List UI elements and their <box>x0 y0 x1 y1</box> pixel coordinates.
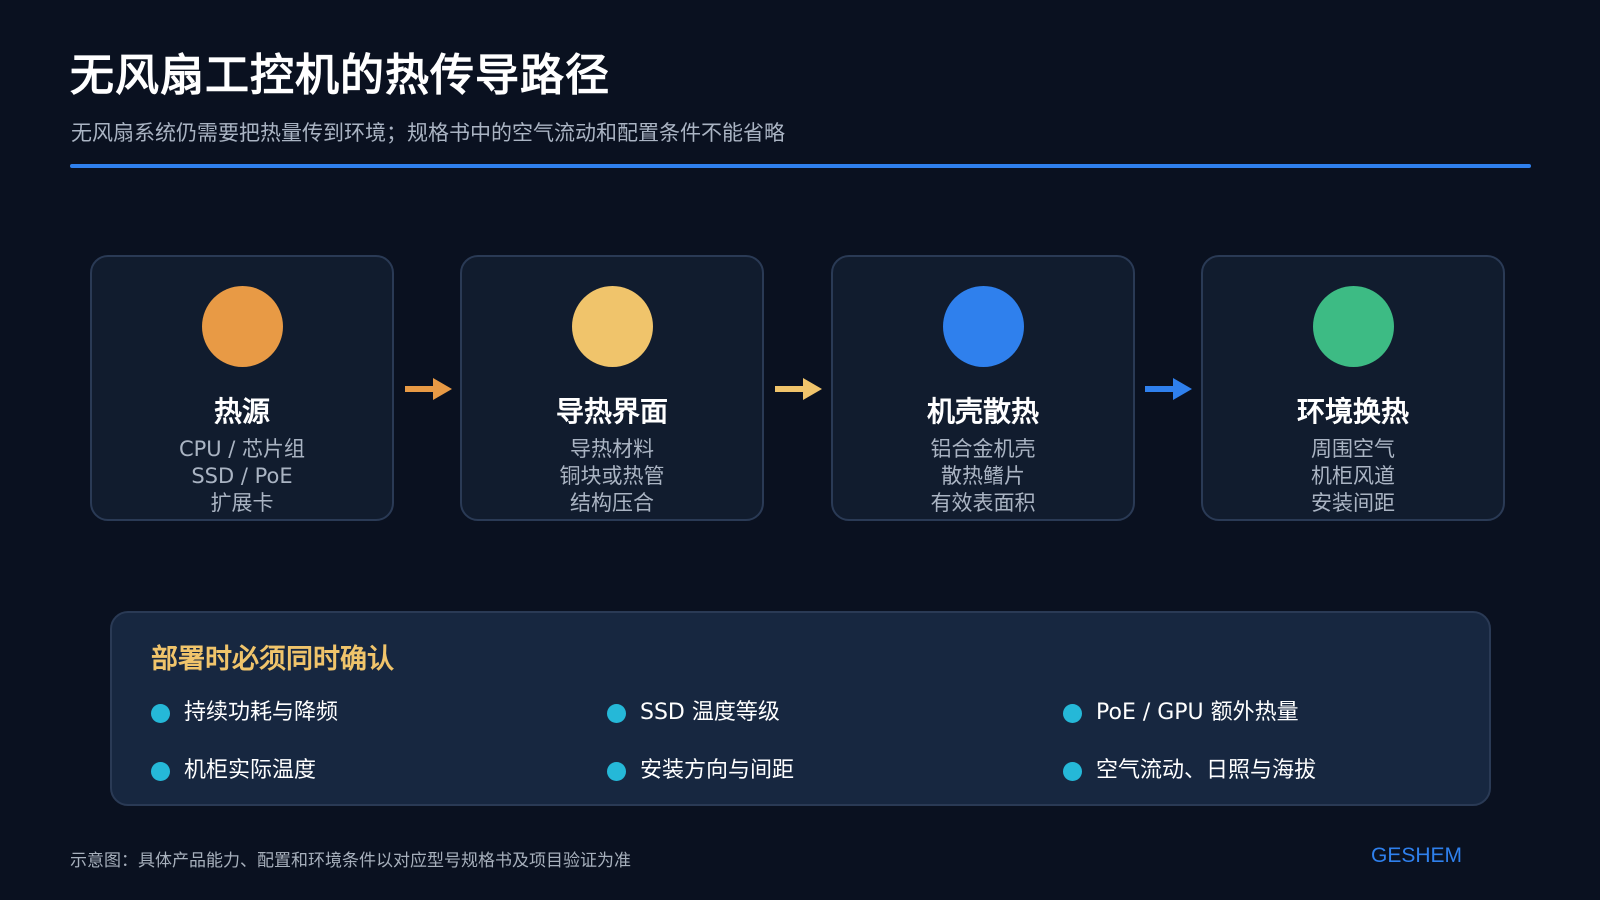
flow-card-details: 周围空气 机柜风道 安装间距 <box>1203 436 1503 517</box>
checklist-item: 安装方向与间距 <box>607 760 794 782</box>
flow-card-detail-line: 铝合金机壳 <box>930 437 1036 461</box>
yellow-circle-icon <box>572 286 653 367</box>
flow-card-details: 导热材料 铜块或热管 结构压合 <box>462 436 762 517</box>
flow-card-detail-line: 周围空气 <box>1311 437 1395 461</box>
checklist-item-text: 安装方向与间距 <box>640 758 795 783</box>
flow-card-detail-line: 安装间距 <box>1311 491 1395 515</box>
right-arrow-icon <box>775 378 822 400</box>
arrow-head <box>433 378 452 400</box>
bullet-dot-icon <box>151 703 170 723</box>
flow-card-detail-line: 散热鳍片 <box>941 464 1025 488</box>
arrow-shaft <box>405 386 434 392</box>
right-arrow-icon <box>1145 378 1192 400</box>
flow-card-title: 机壳散热 <box>926 395 1039 428</box>
checklist-title: 部署时必须同时确认 <box>151 644 394 675</box>
flow-card-title: 环境换热 <box>1296 395 1409 428</box>
flow-card-detail-line: CPU / 芯片组 <box>178 437 306 461</box>
flow-card-detail-line: 结构压合 <box>570 491 654 515</box>
checklist-item-text: 空气流动、日照与海拔 <box>1096 758 1317 783</box>
checklist-item: 空气流动、日照与海拔 <box>1063 760 1316 782</box>
arrow-head <box>1173 378 1192 400</box>
header-divider <box>70 164 1531 168</box>
arrow-shaft <box>1145 386 1174 392</box>
flow-card-detail-line: 导热材料 <box>570 437 654 461</box>
flow-card-detail-line: 扩展卡 <box>210 491 274 515</box>
flow-card-detail-line: 有效表面积 <box>930 491 1036 515</box>
checklist-item: PoE / GPU 额外热量 <box>1063 702 1299 724</box>
flow-card-title: 热源 <box>213 395 270 428</box>
bullet-dot-icon <box>1063 703 1082 723</box>
checklist-item: SSD 温度等级 <box>607 702 780 724</box>
blue-circle-icon <box>943 286 1024 367</box>
flow-card-detail-line: SSD / PoE <box>191 464 293 488</box>
deployment-checklist-panel: 部署时必须同时确认 持续功耗与降频 SSD 温度等级 PoE / GPU 额外热… <box>110 611 1491 806</box>
bullet-dot-icon <box>151 761 170 781</box>
checklist-item: 机柜实际温度 <box>151 760 316 782</box>
checklist-item-text: 机柜实际温度 <box>184 758 317 783</box>
checklist-item-text: PoE / GPU 额外热量 <box>1096 700 1299 725</box>
checklist-item: 持续功耗与降频 <box>151 702 338 724</box>
arrow-shaft <box>775 386 804 392</box>
flow-card-detail-line: 机柜风道 <box>1311 464 1395 488</box>
footer-note: 示意图：具体产品能力、配置和环境条件以对应型号规格书及项目验证为准 <box>70 851 631 871</box>
flow-card-heat-source: 热源 CPU / 芯片组 SSD / PoE 扩展卡 <box>90 255 394 521</box>
flow-card-details: 铝合金机壳 散热鳍片 有效表面积 <box>833 436 1133 517</box>
bullet-dot-icon <box>607 703 626 723</box>
page-title: 无风扇工控机的热传导路径 <box>70 50 610 101</box>
green-circle-icon <box>1313 286 1394 367</box>
right-arrow-icon <box>405 378 452 400</box>
flow-card-title: 导热界面 <box>555 395 668 428</box>
brand-logo-text: GESHEM <box>1371 844 1463 867</box>
flow-card-ambient-exchange: 环境换热 周围空气 机柜风道 安装间距 <box>1201 255 1505 521</box>
flow-card-detail-line: 铜块或热管 <box>559 464 665 488</box>
arrow-head <box>803 378 822 400</box>
bullet-dot-icon <box>607 761 626 781</box>
bullet-dot-icon <box>1063 761 1082 781</box>
orange-circle-icon <box>202 286 283 367</box>
flow-card-thermal-interface: 导热界面 导热材料 铜块或热管 结构压合 <box>460 255 764 521</box>
flow-card-chassis-cooling: 机壳散热 铝合金机壳 散热鳍片 有效表面积 <box>831 255 1135 521</box>
flow-card-details: CPU / 芯片组 SSD / PoE 扩展卡 <box>92 436 392 517</box>
page-subtitle: 无风扇系统仍需要把热量传到环境；规格书中的空气流动和配置条件不能省略 <box>71 121 785 145</box>
checklist-item-text: 持续功耗与降频 <box>184 700 339 725</box>
checklist-item-text: SSD 温度等级 <box>640 700 780 725</box>
